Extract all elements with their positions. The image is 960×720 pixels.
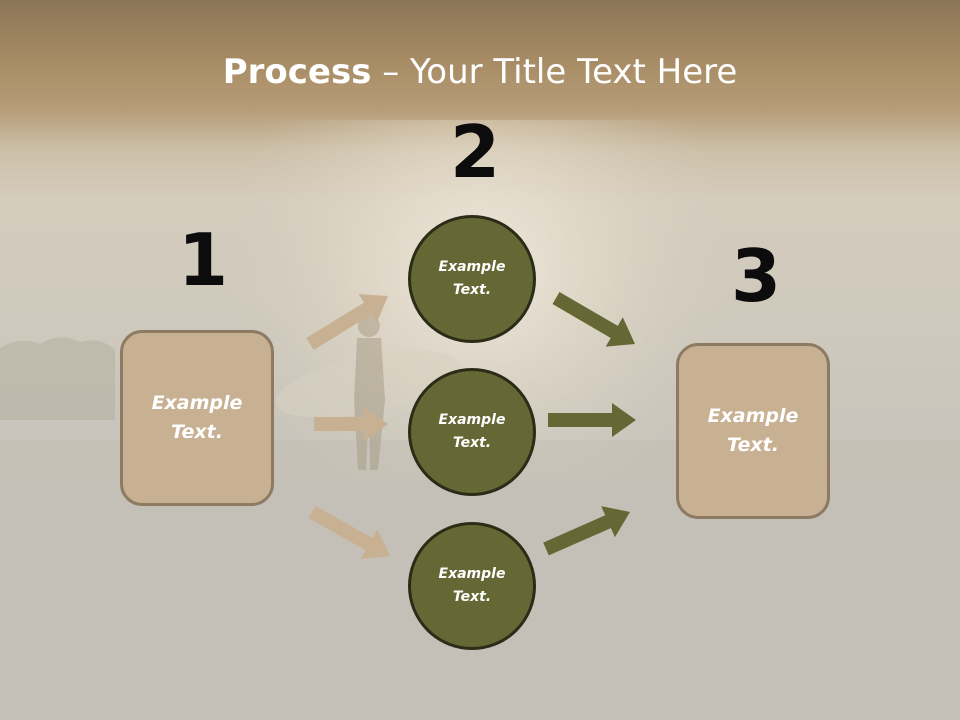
arrow-left-to-middle	[314, 407, 388, 441]
arrow-bottom-to-right	[543, 506, 630, 556]
step-number-2: 2	[450, 110, 501, 194]
step-number-3: 3	[731, 234, 782, 318]
title-bold: Process	[222, 52, 372, 92]
left-text-box: Example Text.	[120, 330, 274, 506]
right-text-box: Example Text.	[676, 343, 830, 519]
arrow-top-to-right	[552, 292, 635, 347]
circle-middle: Example Text.	[408, 368, 536, 496]
arrow-middle-to-right	[548, 403, 636, 437]
arrow-left-to-top	[306, 294, 388, 350]
circle-bottom: Example Text.	[408, 522, 536, 650]
step-number-1: 1	[178, 218, 229, 302]
title-rest: – Your Title Text Here	[371, 52, 738, 92]
surfer-silhouette	[275, 315, 461, 470]
circle-top: Example Text.	[408, 215, 536, 343]
arrow-left-to-bottom	[308, 505, 390, 559]
slide-title: Process – Your Title Text Here	[0, 52, 960, 92]
